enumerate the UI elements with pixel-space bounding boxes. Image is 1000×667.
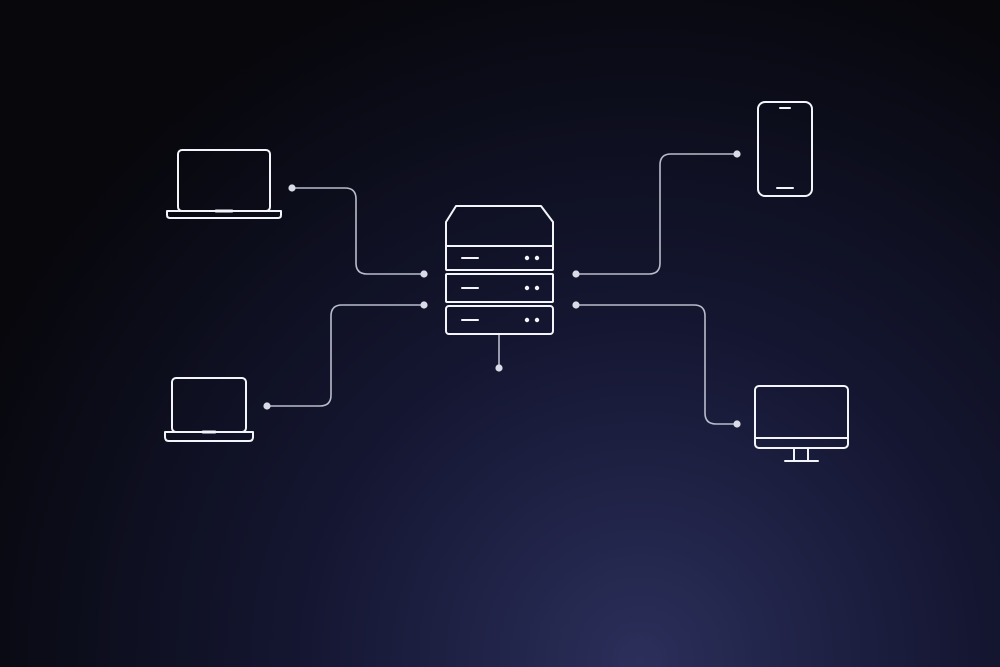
connector-server-to-phone	[575, 153, 738, 275]
node-dot	[572, 301, 580, 309]
node-dot	[263, 402, 271, 410]
node-dot	[495, 364, 503, 372]
node-dot	[420, 270, 428, 278]
node-dot	[733, 420, 741, 428]
node-dots	[263, 150, 741, 428]
node-dot	[288, 184, 296, 192]
connector-laptop-top-left-to-server	[291, 187, 425, 275]
server-rack-icon	[445, 205, 554, 335]
connector-server-to-monitor	[575, 304, 738, 425]
node-dot	[420, 301, 428, 309]
connector-laptop-bottom-left-to-server	[266, 304, 425, 407]
smartphone-icon	[757, 101, 813, 197]
connectors	[266, 153, 738, 425]
node-dot	[733, 150, 741, 158]
desktop-monitor-icon	[754, 385, 849, 462]
laptop-icon	[164, 377, 254, 442]
node-dot	[572, 270, 580, 278]
laptop-icon	[166, 149, 282, 219]
